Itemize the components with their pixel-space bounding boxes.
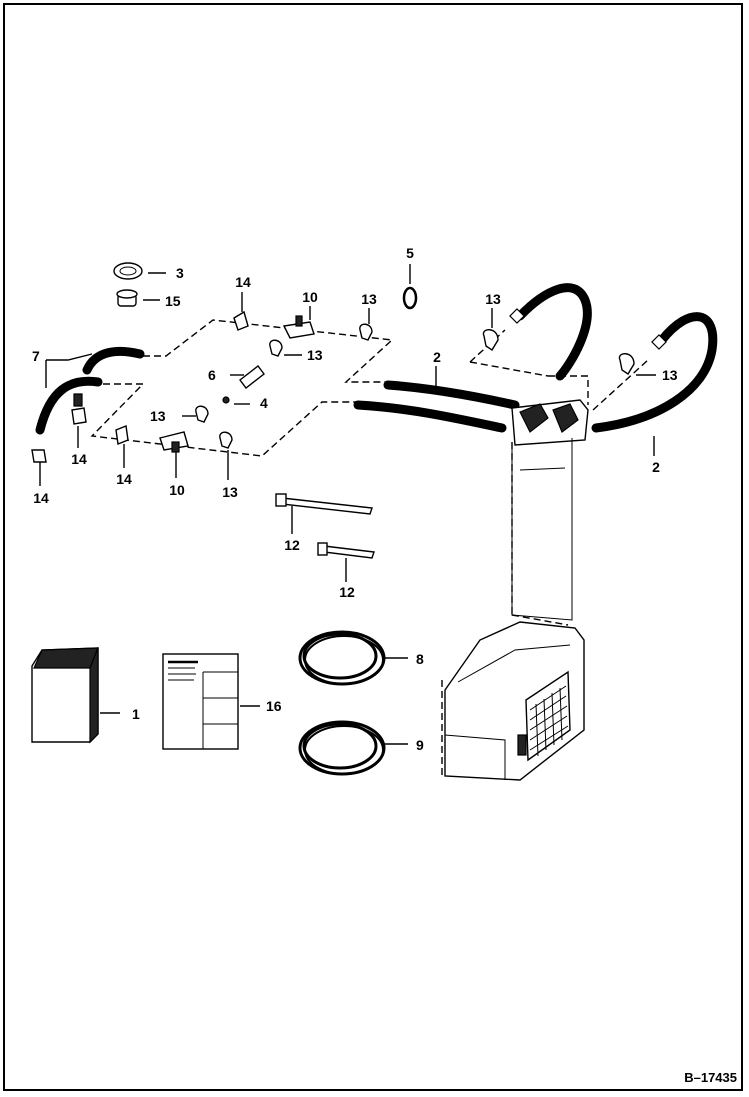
callout-13: 13: [361, 291, 377, 307]
callout-13: 13: [485, 291, 501, 307]
callout-labels: 1 2 2 3 4 5 6 7 8 9 10 10 12 12 13 13 13…: [32, 245, 678, 753]
callout-14: 14: [33, 490, 49, 506]
clamp-14-parts: [31, 310, 249, 463]
plug-15: [116, 289, 138, 307]
callout-14: 14: [71, 451, 87, 467]
nipple-6: [239, 365, 265, 389]
leader-lines: [39, 264, 656, 745]
washer-4: [222, 396, 230, 404]
hose-2-upper-right: [509, 283, 592, 381]
ring-3: [113, 262, 143, 280]
callout-1: 1: [132, 706, 140, 722]
callout-9: 9: [416, 737, 424, 753]
hose-7: [35, 346, 145, 435]
callout-13: 13: [307, 347, 323, 363]
clamp-13-parts: [195, 323, 635, 449]
heater-grille-pattern: [529, 685, 569, 757]
callout-4: 4: [260, 395, 268, 411]
wire-coil-8: [298, 630, 386, 686]
callout-6: 6: [208, 367, 216, 383]
hose-2-right: [591, 312, 718, 433]
callout-15: 15: [165, 293, 181, 309]
hose-2-left: [353, 380, 520, 433]
heater-assembly: [444, 399, 589, 781]
callout-14: 14: [116, 471, 132, 487]
callout-12: 12: [284, 537, 300, 553]
o-ring-5: [402, 286, 418, 310]
callout-3: 3: [176, 265, 184, 281]
callout-8: 8: [416, 651, 424, 667]
callout-13: 13: [150, 408, 166, 424]
wire-coil-9: [298, 720, 386, 776]
cable-tie-12-parts: [275, 493, 375, 559]
callout-13: 13: [662, 367, 678, 383]
callout-10: 10: [169, 482, 185, 498]
callout-5: 5: [406, 245, 414, 261]
box-1: [31, 647, 99, 744]
callout-13: 13: [222, 484, 238, 500]
callout-16: 16: [266, 698, 282, 714]
figure-reference-number: B–17435: [684, 1070, 737, 1085]
diagram-frame: [3, 3, 743, 1091]
callout-12: 12: [339, 584, 355, 600]
callout-7: 7: [32, 348, 40, 364]
callout-2: 2: [652, 459, 660, 475]
callout-2: 2: [433, 349, 441, 365]
callout-10: 10: [302, 289, 318, 305]
instruction-sheet-16: [162, 653, 239, 750]
fitting-10-parts: [159, 315, 315, 453]
callout-14: 14: [235, 274, 251, 290]
